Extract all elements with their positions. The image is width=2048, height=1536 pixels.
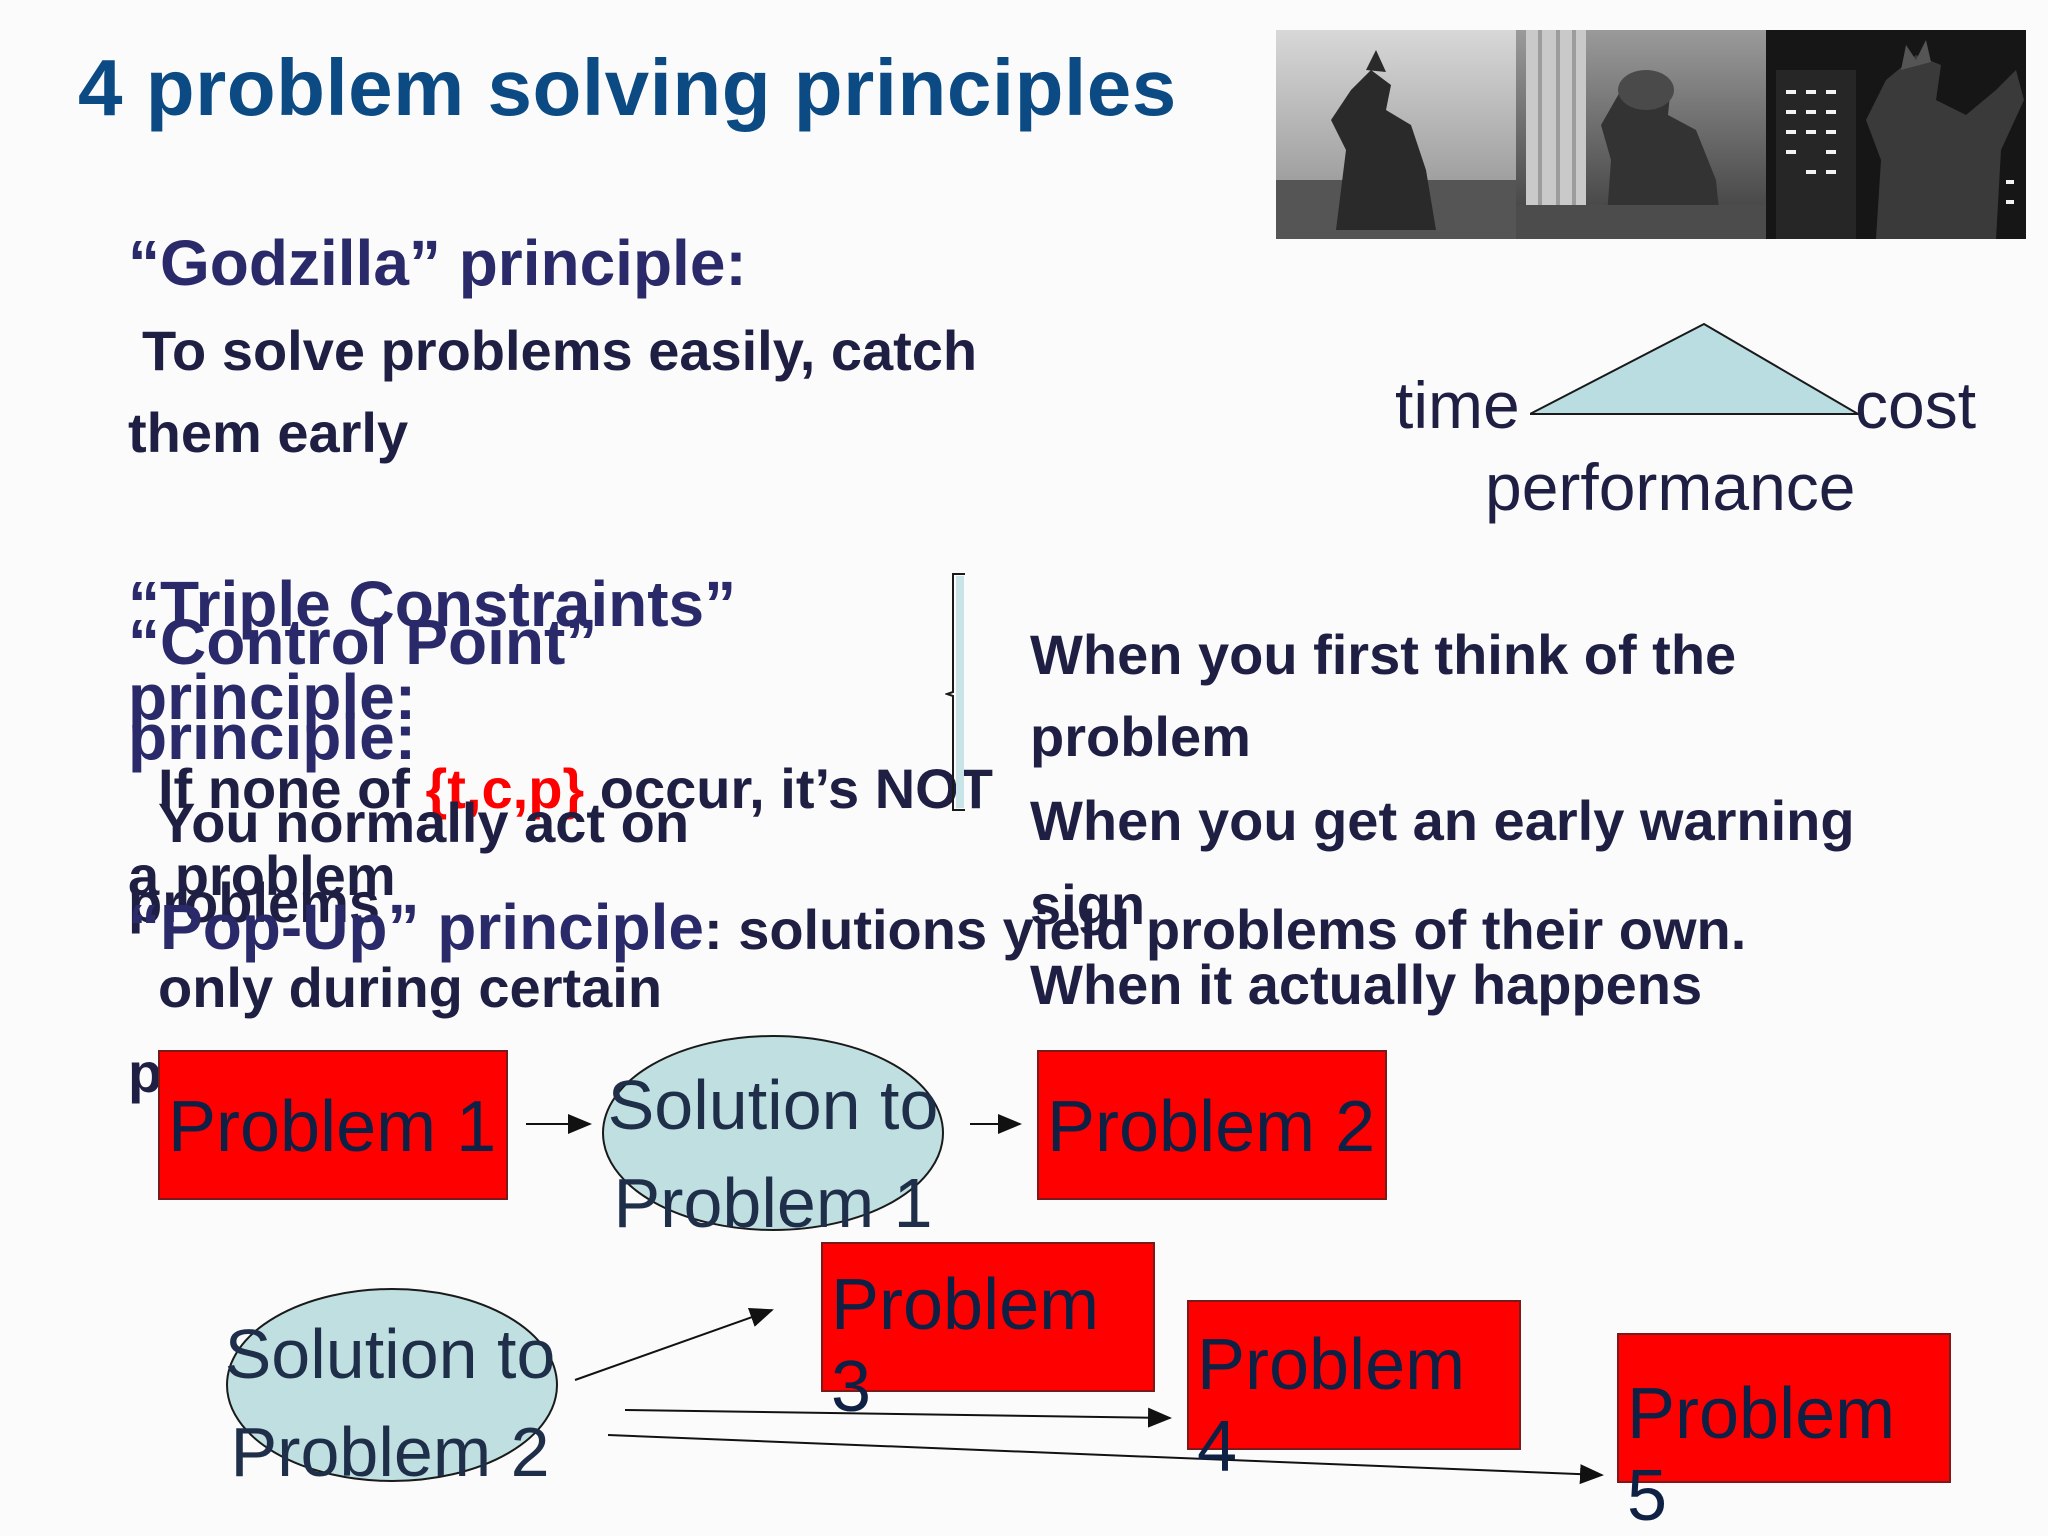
- problem-5-box: Problem 5: [1617, 1333, 1951, 1536]
- popup-heading: “Pop-Up” principle: [128, 891, 704, 963]
- triangle-label-cost: cost: [1855, 368, 1977, 442]
- control-item2a: When you get an early warning: [1030, 789, 1855, 852]
- problem-1-box: Problem 1: [158, 1050, 508, 1200]
- solution-2-label: Solution to Problem 2: [224, 1315, 556, 1491]
- control-heading: “Control Point”: [128, 606, 598, 678]
- godzilla-line1: To solve problems easily, catch: [142, 319, 978, 382]
- control-item1a: When you first think of the: [1030, 623, 1737, 686]
- popup-rest: : solutions yield problems of their own.: [704, 898, 1747, 961]
- godzilla-line2: them early: [128, 401, 409, 464]
- control-item1b: problem: [1030, 705, 1251, 768]
- solution-2-ellipse: [226, 1288, 558, 1482]
- triple-heading: “Triple Constraints”: [128, 568, 737, 640]
- godzilla-photo-icon: [1276, 30, 2026, 239]
- triangle-label-time: time: [1395, 368, 1520, 442]
- arrow-s2-p4: [624, 1407, 1172, 1428]
- triple-heading-2: principle:: [128, 661, 417, 733]
- triple-line1-pre: If none of: [158, 757, 426, 820]
- bracket-icon: [945, 573, 965, 811]
- problem-1-label: Problem 1: [168, 1087, 497, 1167]
- arrow-s2-p5: [607, 1434, 1604, 1485]
- control-item2b: sign: [1030, 873, 1146, 936]
- control-line3: only during certain: [158, 956, 663, 1019]
- triple-line2: a problem: [128, 844, 396, 907]
- godzilla-photo-strip: [1276, 30, 2026, 239]
- triangle-diagram: [1530, 322, 1860, 415]
- godzilla-heading: “Godzilla” principle:: [128, 227, 747, 299]
- triangle-label-performance: performance: [1485, 450, 1856, 524]
- slide-title: 4 problem solving principles: [78, 43, 1177, 132]
- problem-2-box: Problem 2: [1037, 1050, 1387, 1200]
- problem-4-box: Problem 4: [1187, 1300, 1521, 1487]
- popup-line: “Pop-Up” principle: solutions yield prob…: [128, 890, 1746, 964]
- triple-line1: If none of {t,c,p} occur, it’s NOT: [158, 756, 993, 821]
- solution-1-label: Solution to Problem 1: [607, 1066, 939, 1242]
- triangle-shape: [1530, 322, 1860, 415]
- control-item3: When it actually happens: [1030, 953, 1703, 1016]
- control-line1: You normally act on: [158, 791, 690, 854]
- triple-line1-post: occur, it’s NOT: [584, 757, 993, 820]
- problem-4-label: Problem 4: [1197, 1325, 1466, 1487]
- problem-3-label: Problem 3: [831, 1265, 1100, 1427]
- triple-set: {t,c,p}: [425, 757, 585, 820]
- control-line2: problems: [128, 871, 381, 934]
- problem-5-label: Problem 5: [1627, 1374, 1896, 1536]
- solution-1-ellipse: [602, 1035, 944, 1231]
- problem-2-label: Problem 2: [1047, 1087, 1376, 1167]
- control-heading-2: principle:: [128, 701, 417, 773]
- arrow-s2-p3: [574, 1307, 774, 1381]
- problem-3-box: Problem 3: [821, 1242, 1155, 1427]
